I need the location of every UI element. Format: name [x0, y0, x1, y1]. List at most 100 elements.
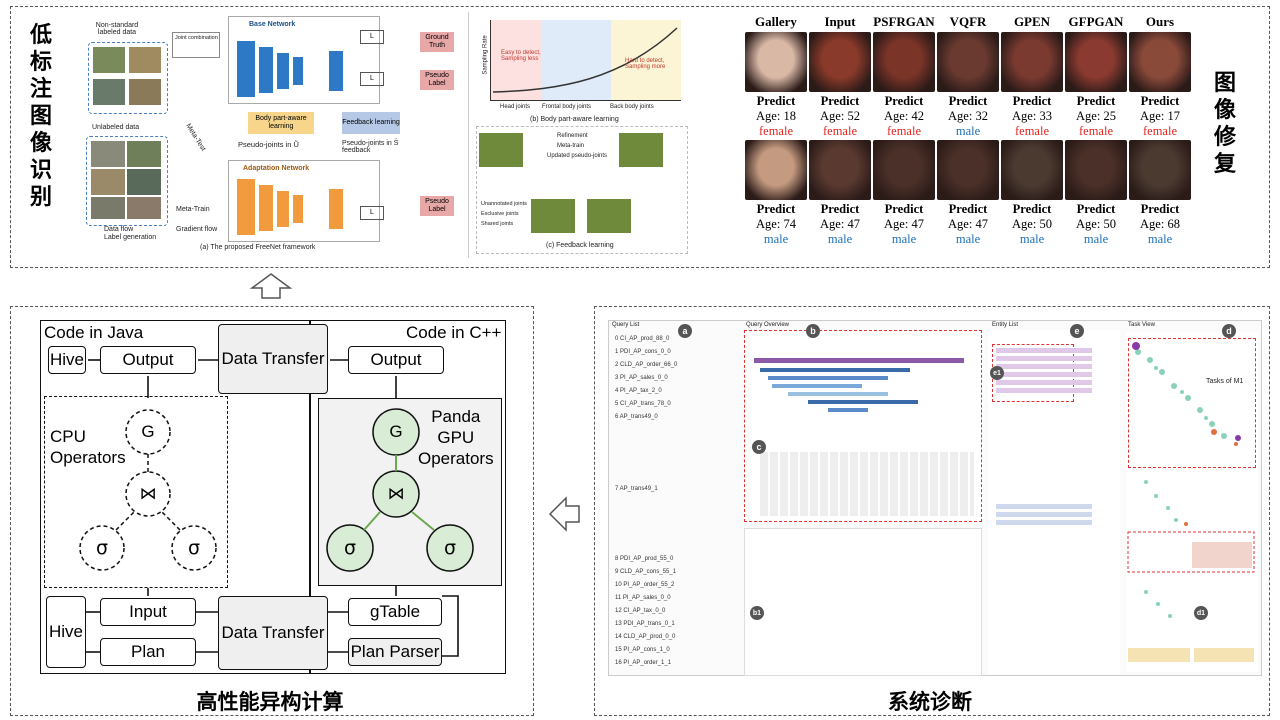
query-list-item[interactable]: 1 PDI_AP_cons_0_0	[615, 349, 671, 355]
query-list-item[interactable]: 10 PI_AP_order_55_2	[615, 582, 675, 588]
chart-b: Easy to detect, Sampling less Hard to de…	[490, 20, 681, 101]
age-label: Age: 32	[948, 109, 988, 123]
face-image	[1129, 32, 1191, 92]
nonstd-label: Non-standard labeled data	[95, 22, 139, 36]
query-list-item[interactable]: 9 CLD_AP_cons_55_1	[615, 569, 677, 575]
op-g-gpu: G	[389, 422, 403, 441]
face-image	[1001, 140, 1063, 200]
predict-label: Predict	[1076, 94, 1116, 108]
meta-train-label: Meta-Train	[176, 206, 210, 213]
predict-label: Predict	[1140, 202, 1180, 216]
predict-label: Predict	[756, 202, 796, 216]
query-list-item[interactable]: 0 CI_AP_prod_88_0	[615, 336, 670, 342]
marker-b1: b1	[750, 606, 764, 620]
query-list-item[interactable]: 15 PI_AP_cons_1_0	[615, 647, 670, 653]
query-list-item[interactable]: 13 PDI_AP_trans_0_1	[615, 621, 675, 627]
query-list-item[interactable]: 8 PDI_AP_prod_55_0	[615, 556, 674, 562]
pseudo-joints-2: Pseudo-joints in Ŝ feedback	[342, 140, 399, 154]
query-list-title: Query List	[612, 322, 640, 328]
marker-a: a	[678, 324, 692, 338]
hive-bottom-box: Hive	[46, 596, 86, 668]
operator-graph	[79, 359, 474, 657]
unlabeled-data-box	[86, 136, 168, 226]
gender-label: female	[1142, 124, 1177, 138]
caption-a: (a) The proposed FreeNet framework	[200, 244, 316, 251]
age-label: Age: 47	[884, 217, 924, 231]
age-label: Age: 50	[1012, 217, 1052, 231]
query-list-item[interactable]: 2 CLD_AP_order_66_0	[615, 362, 678, 368]
op-g-cpu: G	[141, 422, 155, 441]
hive-top-box: Hive	[48, 346, 86, 374]
predict-label: Predict	[1012, 94, 1052, 108]
bottom-right-panel	[594, 306, 1270, 716]
body-part-aware-box: Body part-aware learning	[248, 112, 314, 134]
entity-list-panel	[988, 330, 1120, 674]
column-header: Ours	[1145, 14, 1175, 29]
gender-label: male	[763, 232, 789, 246]
freenet-figure: Non-standard labeled data Unlabeled data…	[80, 12, 690, 258]
marker-e: e	[1070, 324, 1084, 338]
age-label: Age: 68	[1140, 217, 1180, 231]
face-image	[873, 32, 935, 92]
gender-label: female	[1014, 124, 1049, 138]
query-overview-panel-2	[744, 528, 982, 676]
gender-label: female	[1078, 124, 1113, 138]
op-join-cpu: ⋈	[139, 484, 157, 504]
age-label: Age: 25	[1076, 109, 1116, 123]
query-list-item[interactable]: 6 AP_trans49_0	[615, 414, 658, 420]
age-label: Age: 74	[756, 217, 796, 231]
column-header: PSFRGAN	[873, 14, 935, 29]
unlabeled-label: Unlabeled data	[92, 124, 140, 131]
top-left-panel	[10, 6, 1270, 268]
up-arrow-icon	[249, 273, 293, 299]
face-image	[937, 32, 999, 92]
caption-b: (b) Body part-aware learning	[530, 116, 619, 123]
gender-label: female	[886, 124, 921, 138]
ground-truth-box: Ground Truth	[420, 32, 454, 52]
query-list-item[interactable]: 7 AP_trans49_1	[615, 486, 658, 492]
marker-d: d	[1222, 324, 1236, 338]
face-image	[745, 140, 807, 200]
marker-b: b	[806, 324, 820, 338]
age-label: Age: 47	[948, 217, 988, 231]
query-list-item[interactable]: 3 PI_AP_sales_0_0	[615, 375, 668, 381]
column-header: Input	[824, 14, 856, 29]
op-sigma-gpu-2: σ	[443, 537, 457, 559]
output-left-box: Output	[100, 346, 196, 374]
predict-label: Predict	[884, 94, 924, 108]
feedback-panel: Refinement Meta-train Updated pseudo-joi…	[476, 126, 688, 254]
query-list-item[interactable]: 11 PI_AP_sales_0_0	[615, 595, 671, 601]
query-list-item[interactable]: 4 PI_AP_tax_2_0	[615, 388, 662, 394]
matrix-area	[760, 452, 974, 516]
column-header: GPEN	[1013, 14, 1051, 29]
age-label: Age: 18	[756, 109, 796, 123]
face-image	[1065, 140, 1127, 200]
query-list-item[interactable]: 14 CLD_AP_prod_0_0	[615, 634, 676, 640]
query-list-item[interactable]: 12 CI_AP_tax_0_0	[615, 608, 666, 614]
base-network-box: Base Network	[228, 16, 380, 104]
loss-box-1: L	[360, 30, 384, 44]
gender-label: male	[827, 232, 853, 246]
marker-e1: e1	[990, 366, 1004, 380]
image-restoration-label: 图像修复	[1213, 71, 1236, 177]
gender-label: female	[758, 124, 793, 138]
marker-d1: d1	[1194, 606, 1208, 620]
java-frame	[40, 320, 310, 674]
query-list-item[interactable]: 16 PI_AP_order_1_1	[615, 660, 672, 666]
loss-box-3: L	[360, 206, 384, 220]
tasks-of-m1-label: Tasks of M1	[1206, 378, 1244, 385]
legend-label-gen: Label generation	[104, 234, 157, 241]
bottom-left-panel	[10, 306, 534, 716]
gender-label: male	[955, 232, 981, 246]
query-list-item[interactable]: 5 CI_AP_trans_78_0	[615, 401, 671, 407]
age-label: Age: 42	[884, 109, 924, 123]
adaptation-network-box: Adaptation Network	[228, 160, 380, 242]
